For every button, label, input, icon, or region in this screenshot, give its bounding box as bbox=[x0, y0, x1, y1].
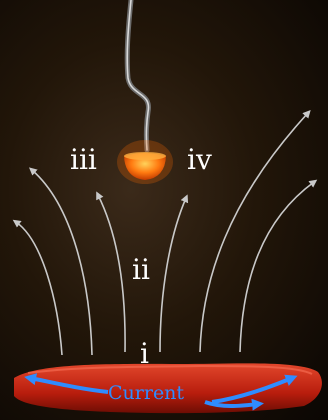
field-line bbox=[98, 195, 125, 352]
current-label: Current bbox=[108, 384, 184, 403]
field-line bbox=[200, 113, 308, 352]
field-line bbox=[240, 182, 314, 352]
region-label-iii: iii bbox=[70, 146, 97, 174]
region-label-iv: iv bbox=[187, 146, 212, 174]
field-line bbox=[32, 170, 92, 355]
region-label-ii: ii bbox=[132, 256, 150, 284]
magnet-hemisphere bbox=[117, 140, 173, 184]
field-line bbox=[160, 198, 186, 352]
region-label-i: i bbox=[140, 340, 149, 368]
field-line bbox=[16, 222, 62, 355]
suspension-wire bbox=[127, 0, 148, 150]
